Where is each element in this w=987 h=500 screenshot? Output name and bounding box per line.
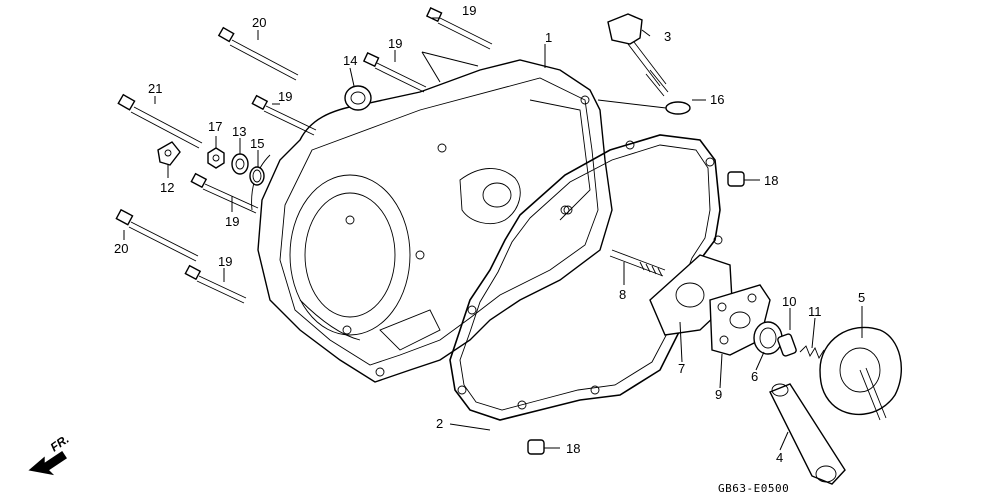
lever-4 [769,383,846,485]
spring-11 [799,345,825,359]
callout-9: 9 [715,387,722,402]
pin-10 [777,333,797,357]
dowel-18-upper [727,171,745,187]
rotor-5 [819,326,902,421]
callout-1: 1 [545,30,552,45]
bolt-21 [117,93,203,149]
callout-2: 2 [436,416,443,431]
callout-20: 20 [252,15,266,30]
bolt-19-left [190,172,259,214]
callout-6: 6 [751,369,758,384]
filler-cap-3 [607,13,669,97]
crankcase-cover-part [251,59,613,383]
washer-13 [231,153,249,175]
callout-3: 3 [664,29,671,44]
callout-11: 11 [808,304,822,319]
callout-10: 10 [782,294,796,309]
callout-15: 15 [250,136,264,151]
callout-13: 13 [232,124,246,139]
callout-19: 19 [218,254,232,269]
callout-5: 5 [858,290,865,305]
callout-8: 8 [619,287,626,302]
callout-19: 19 [388,36,402,51]
callout-18: 18 [566,441,580,456]
callout-18: 18 [764,173,778,188]
drawing-code: GB63-E0500 [718,482,789,495]
bolt-19-top [425,7,493,50]
leader-lines [123,17,863,451]
front-direction-arrow-icon [28,451,67,476]
bolt-20-top [217,26,299,81]
gasket-part [449,134,723,421]
clamp-12 [157,141,181,166]
stud-8 [609,249,666,277]
callout-14: 14 [343,53,357,68]
callout-20: 20 [114,241,128,256]
oring-16 [665,101,691,115]
callout-19: 19 [278,89,292,104]
callout-4: 4 [776,450,783,465]
callout-labels: 20 19 3 1 19 14 16 21 19 17 13 15 12 18 … [114,3,865,465]
callout-19: 19 [462,3,476,18]
seal-14 [344,85,372,111]
dowel-18-lower [527,439,545,455]
nut-17 [207,147,225,169]
callout-16: 16 [710,92,724,107]
bolt-19-upper-mid [362,52,427,93]
oring-15 [249,166,265,186]
bolt-19-mid [251,94,317,136]
callout-19: 19 [225,214,239,229]
front-orientation-label: FR. [48,432,72,455]
bolt-20-lower [115,208,199,262]
callout-7: 7 [678,361,685,376]
callout-17: 17 [208,119,222,134]
callout-21: 21 [148,81,162,96]
callout-12: 12 [160,180,174,195]
bolt-19-bottom [184,264,247,304]
